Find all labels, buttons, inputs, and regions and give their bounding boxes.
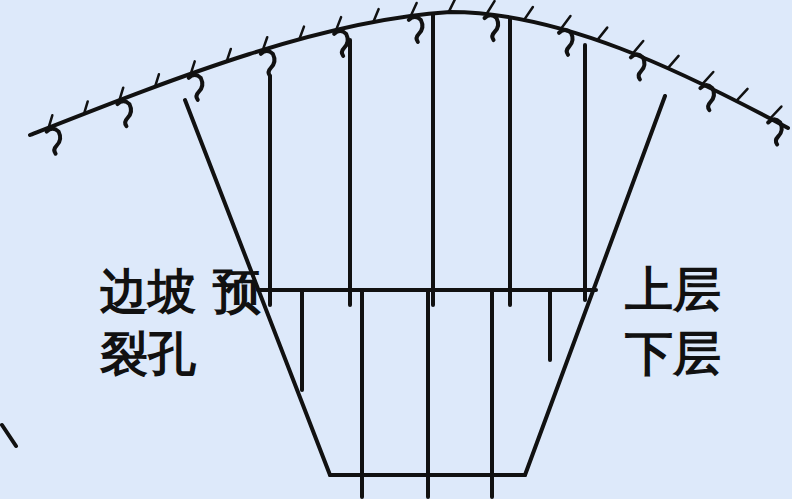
ground-surface bbox=[30, 12, 788, 135]
layer-label: 下层 bbox=[625, 322, 765, 384]
ground-hatching bbox=[47, 0, 782, 154]
slope-presplit-label: 边坡 预裂孔 bbox=[100, 260, 265, 384]
lower-holes bbox=[302, 290, 550, 497]
edge-mark bbox=[2, 425, 16, 446]
layer-label: 上层 bbox=[625, 258, 765, 320]
upper-holes bbox=[270, 14, 585, 305]
